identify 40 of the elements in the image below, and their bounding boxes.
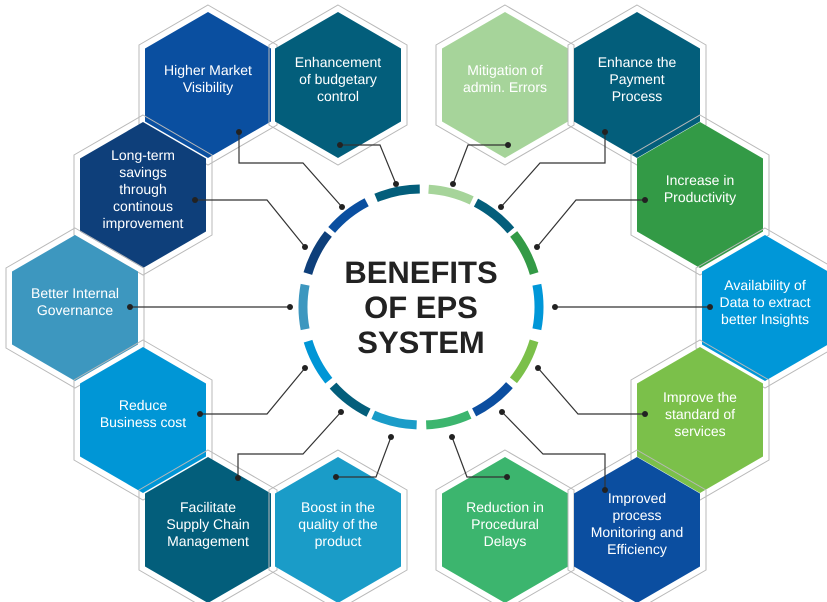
hexagon: [567, 4, 707, 166]
hexagon: [630, 114, 770, 276]
leader-line: [127, 304, 293, 310]
benefit-text: Increase in Productivity: [662, 172, 738, 206]
leader-line: [499, 409, 608, 493]
leader-line: [498, 129, 608, 210]
hexagon: [268, 4, 408, 166]
benefit-text: Boost in the quality of the product: [297, 499, 379, 550]
leader-line: [333, 434, 394, 480]
benefit-text: Facilitate Supply Chain Management: [165, 499, 251, 550]
hexagon: [268, 449, 408, 602]
hexagon: [73, 114, 213, 276]
benefit-text: Long-term savings through continous improvement: [102, 147, 184, 232]
center-title: BENEFITS OF EPS SYSTEM: [343, 255, 499, 360]
leader-line: [552, 304, 713, 310]
benefit-text: Reduce Business cost: [98, 397, 188, 431]
benefit-text: Better Internal Governance: [30, 285, 120, 319]
benefit-text: Enhancement of budgetary control: [294, 54, 382, 105]
leader-line: [235, 409, 344, 481]
benefit-text: Availability of Data to extract better Insights: [718, 277, 812, 328]
leader-line: [337, 142, 399, 187]
leader-line: [197, 365, 308, 417]
hexagon: [73, 339, 213, 501]
benefit-text: Mitigation of admin. Errors: [462, 62, 548, 96]
benefit-text: Reduction in Procedural Delays: [465, 499, 545, 550]
hexagon: [435, 449, 575, 602]
benefit-text: Higher Market Visibility: [163, 62, 253, 96]
benefit-text: Enhance the Payment Process: [596, 54, 678, 105]
hexagon: [138, 449, 278, 602]
leader-line: [236, 129, 345, 210]
leader-line: [192, 197, 308, 250]
leader-line: [449, 434, 510, 480]
hexagon: [567, 449, 707, 602]
leader-line: [534, 197, 648, 250]
benefit-text: Improved process Monitoring and Efficiency: [590, 490, 684, 558]
hexagon: [695, 227, 827, 389]
benefit-text: Improve the standard of services: [662, 389, 738, 440]
hexagon: [435, 4, 575, 166]
leader-line: [450, 142, 511, 187]
leader-line: [535, 365, 648, 417]
